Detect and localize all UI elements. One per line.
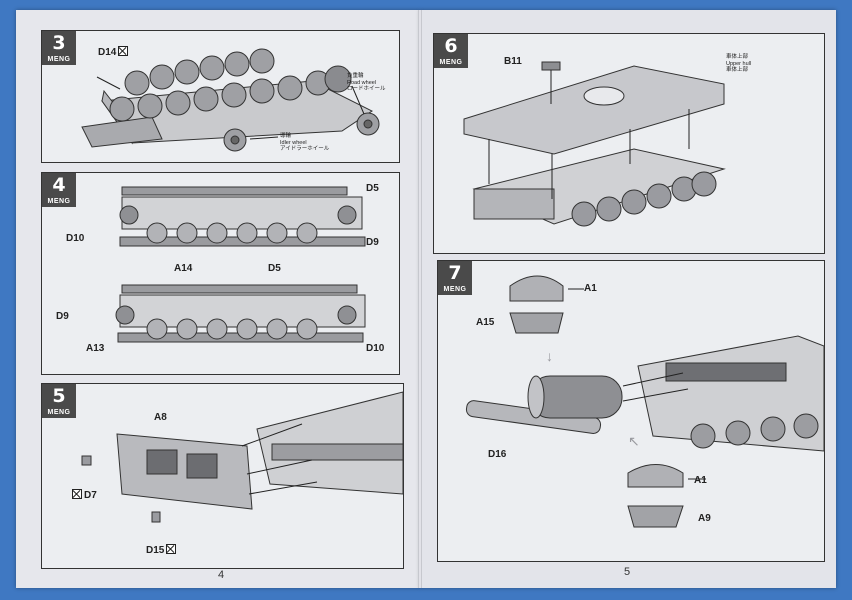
- hull-side-top: [121, 196, 363, 230]
- part-label: A9: [698, 513, 711, 524]
- part-a1-top: [509, 275, 564, 302]
- cement-icon: [166, 544, 177, 554]
- part-label: A8: [154, 412, 167, 423]
- step-number: 6: [444, 35, 458, 57]
- step-4-illustration: [115, 186, 366, 343]
- step-badge: 6 MENG: [434, 34, 468, 68]
- step-6-panel: 6 MENG B11 車体上部 Upper hull 車体上部: [433, 33, 825, 254]
- step-number: 5: [52, 385, 66, 407]
- step-3-illustration: [81, 48, 380, 152]
- vent-grilles: [146, 449, 218, 479]
- part-label: A13: [86, 343, 105, 354]
- part-label: B11: [504, 56, 522, 67]
- step-number: 4: [52, 174, 66, 196]
- part-label: A1: [694, 475, 707, 486]
- step-7-panel: 7 MENG ↓: [437, 260, 825, 562]
- part-label: D16: [488, 449, 507, 460]
- road-wheels: [109, 48, 331, 122]
- page-number: 4: [218, 569, 225, 581]
- part-d7: [81, 455, 92, 466]
- step-4-panel: 4 MENG D5 D10 D9: [41, 172, 400, 375]
- part-label: A15: [476, 317, 495, 328]
- part-label: D10: [366, 343, 385, 354]
- step-7-illustration: ↓ ↖: [465, 275, 824, 528]
- cement-icon: [72, 489, 82, 499]
- step-6-illustration: [463, 61, 726, 227]
- part-b11: [541, 61, 561, 71]
- part-label: A14: [174, 263, 193, 274]
- track-upper-top: [121, 186, 348, 196]
- part-label: D7: [70, 489, 97, 501]
- arrow-down-icon: ↓: [546, 348, 553, 364]
- road-wheel-callout: 負重輪 Road wheel ロードホイール: [347, 73, 386, 92]
- rear-plate: [116, 433, 253, 510]
- part-label: D5: [366, 183, 379, 194]
- front-plate: [81, 116, 163, 148]
- brand-logo: MENG: [443, 286, 467, 293]
- brand-logo: MENG: [47, 198, 71, 205]
- part-label: D5: [268, 263, 281, 274]
- part-d15: [151, 511, 161, 523]
- step-number: 3: [52, 32, 66, 54]
- step-badge: 5 MENG: [42, 384, 76, 418]
- step-badge: 3 MENG: [42, 31, 76, 65]
- part-a1-bottom: [627, 464, 684, 488]
- page-number: 5: [624, 566, 631, 578]
- step-number: 7: [448, 262, 462, 284]
- part-label: A1: [584, 283, 597, 294]
- hull-rear-section: [256, 391, 403, 495]
- page-gutter: [418, 10, 422, 588]
- track-upper-bottom: [121, 284, 358, 294]
- step-badge: 4 MENG: [42, 173, 76, 207]
- engine-cylinder: [527, 375, 623, 419]
- part-a15: [509, 312, 564, 334]
- step-3-panel: 3 MENG: [41, 30, 400, 163]
- idler-wheel-callout: 導輪 Idler wheel アイドラーホイール: [280, 133, 330, 152]
- brand-logo: MENG: [47, 56, 71, 63]
- step-5-illustration: [81, 391, 403, 523]
- sprocket: [324, 65, 352, 93]
- part-a9: [627, 505, 684, 528]
- brand-logo: MENG: [439, 59, 463, 66]
- upper-hull: [463, 65, 725, 155]
- step-badge: 7 MENG: [438, 261, 472, 295]
- upper-hull-callout: 車体上部 Upper hull 車体上部: [726, 54, 752, 73]
- part-label: D10: [66, 233, 85, 244]
- arrow-up-icon: ↖: [628, 433, 640, 449]
- brand-logo: MENG: [47, 409, 71, 416]
- part-label: D9: [366, 237, 379, 248]
- part-label: D14: [98, 46, 130, 58]
- step-5-panel: 5 MENG A8 D7 D15: [41, 383, 404, 569]
- part-label: D9: [56, 311, 69, 322]
- part-label: D15: [146, 544, 178, 556]
- cement-icon: [118, 46, 129, 56]
